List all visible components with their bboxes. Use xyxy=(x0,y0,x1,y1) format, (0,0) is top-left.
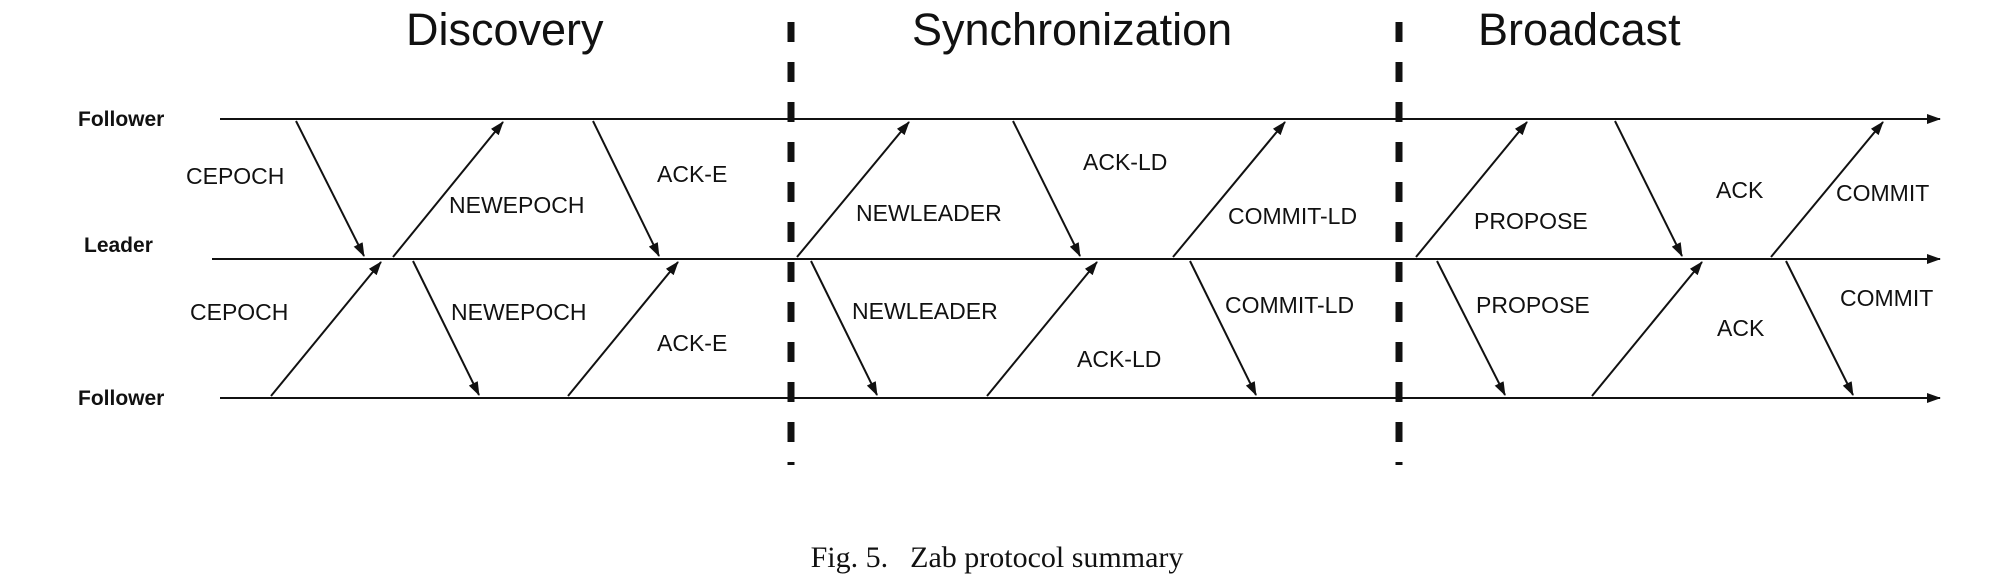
figure-caption: Fig. 5. Zab protocol summary xyxy=(811,541,1184,574)
message-label-propose-top: PROPOSE xyxy=(1474,208,1588,234)
message-arrow-newleader-top xyxy=(796,121,910,258)
figure-number: Fig. 5. xyxy=(811,541,889,574)
message-arrow-commit-ld-bottom xyxy=(1189,260,1257,396)
message-arrow-ack-e-bottom xyxy=(567,261,679,397)
message-label-ack-ld-top: ACK-LD xyxy=(1083,149,1167,175)
message-label-propose-bottom: PROPOSE xyxy=(1476,292,1590,318)
message-label-ack-e-bottom: ACK-E xyxy=(657,330,727,356)
message-label-newepoch-top: NEWEPOCH xyxy=(449,192,584,218)
message-arrow-commit-bottom xyxy=(1785,260,1854,396)
message-label-commit-bottom: COMMIT xyxy=(1840,285,1933,311)
message-label-commit-ld-top: COMMIT-LD xyxy=(1228,203,1357,229)
message-arrow-ack-ld-top xyxy=(1012,120,1081,257)
message-arrow-newepoch-top xyxy=(392,121,504,258)
message-arrow-commit-top xyxy=(1770,121,1884,258)
phase-title-synchronization: Synchronization xyxy=(912,4,1232,55)
message-label-commit-top: COMMIT xyxy=(1836,180,1929,206)
message-label-commit-ld-bottom: COMMIT-LD xyxy=(1225,292,1354,318)
phase-title-broadcast: Broadcast xyxy=(1478,4,1681,55)
lane-label-follower-top: Follower xyxy=(78,108,164,131)
message-arrow-newleader-bottom xyxy=(810,260,878,396)
message-label-cepoch-bottom: CEPOCH xyxy=(190,299,288,325)
message-arrow-ack-ld-bottom xyxy=(986,261,1098,397)
message-arrow-commit-ld-top xyxy=(1172,121,1286,258)
message-arrow-ack-top xyxy=(1614,120,1683,257)
message-arrow-propose-bottom xyxy=(1436,260,1506,396)
message-arrow-propose-top xyxy=(1415,121,1528,258)
message-label-ack-bottom: ACK xyxy=(1717,315,1765,341)
message-arrow-ack-bottom xyxy=(1591,261,1703,397)
message-label-newleader-bottom: NEWLEADER xyxy=(852,298,998,324)
phase-title-discovery: Discovery xyxy=(406,4,604,55)
message-arrow-cepoch-top xyxy=(295,120,365,257)
message-label-ack-e-top: ACK-E xyxy=(657,161,727,187)
message-label-ack-ld-bottom: ACK-LD xyxy=(1077,346,1161,372)
figure-caption-text: Zab protocol summary xyxy=(910,541,1183,574)
message-arrow-newepoch-bottom xyxy=(412,260,480,396)
lane-label-leader: Leader xyxy=(84,234,153,257)
message-label-newleader-top: NEWLEADER xyxy=(856,200,1002,226)
message-label-cepoch-top: CEPOCH xyxy=(186,163,284,189)
message-label-newepoch-bottom: NEWEPOCH xyxy=(451,299,586,325)
lane-label-follower-bottom: Follower xyxy=(78,387,164,410)
message-arrow-cepoch-bottom xyxy=(270,261,382,397)
message-label-ack-top: ACK xyxy=(1716,177,1764,203)
message-arrow-ack-e-top xyxy=(592,120,660,257)
